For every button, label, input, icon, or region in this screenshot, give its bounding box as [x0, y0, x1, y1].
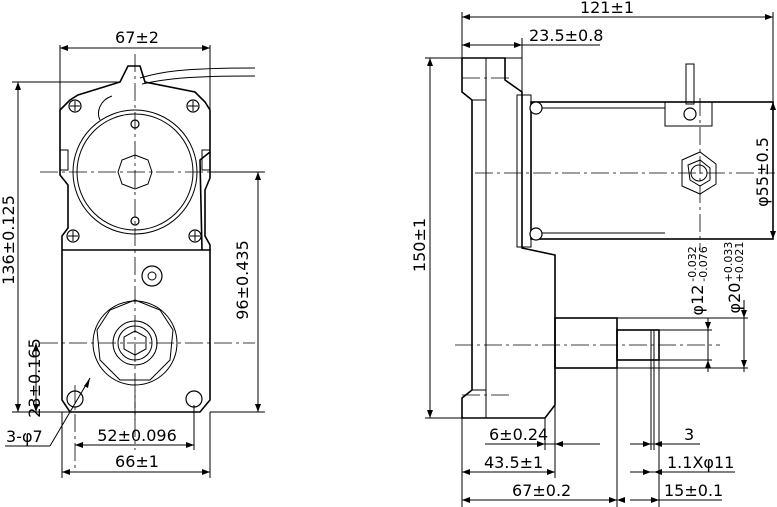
dim-side-shaft-dia-20: φ20 [725, 283, 744, 314]
dim-side-shaft-dia-12-tol: -0.032-0.076 [686, 246, 710, 281]
dim-side-43-5: 43.5±1 [484, 453, 543, 472]
screw-bot-right [188, 229, 202, 243]
dim-front-height-136: 136±0.125 [0, 195, 18, 285]
side-view: 121±1 23.5±0.8 150±1 φ55±0.5 φ12 -0.032-… [410, 0, 776, 507]
dim-mount-holes: 3-φ7 [6, 427, 43, 446]
dim-side-height: 150±1 [410, 218, 429, 272]
dim-side-15: 15±0.1 [664, 481, 723, 500]
dim-side-plate-6: 6±0.24 [489, 425, 548, 444]
dim-front-gearbox-height: 96±0.435 [233, 240, 252, 320]
dim-front-hole-offset: 23±0.165 [25, 338, 44, 418]
dim-side-overall-length: 121±1 [580, 0, 634, 17]
dim-side-groove: 1.1Xφ11 [667, 453, 734, 472]
screw-top-left [68, 99, 82, 113]
dim-side-shaft-dia-12: φ12 [688, 285, 707, 316]
screw-top-right [186, 99, 200, 113]
dim-side-shaft-dia-20-tol: +0.033+0.021 [722, 242, 746, 283]
dim-front-top-width: 67±2 [115, 28, 159, 47]
dim-side-3: 3 [684, 425, 694, 444]
dim-front-hole-span: 52±0.096 [97, 426, 177, 445]
front-view: 67±2 136±0.125 23±0.165 96±0.435 3-φ7 52… [0, 28, 265, 478]
dim-side-motor-dia: φ55±0.5 [753, 137, 772, 207]
dim-front-bottom-width: 66±1 [115, 452, 159, 471]
screw-bot-left [66, 229, 80, 243]
dim-side-flange-offset: 23.5±0.8 [529, 26, 603, 45]
dim-side-67: 67±0.2 [512, 481, 571, 500]
